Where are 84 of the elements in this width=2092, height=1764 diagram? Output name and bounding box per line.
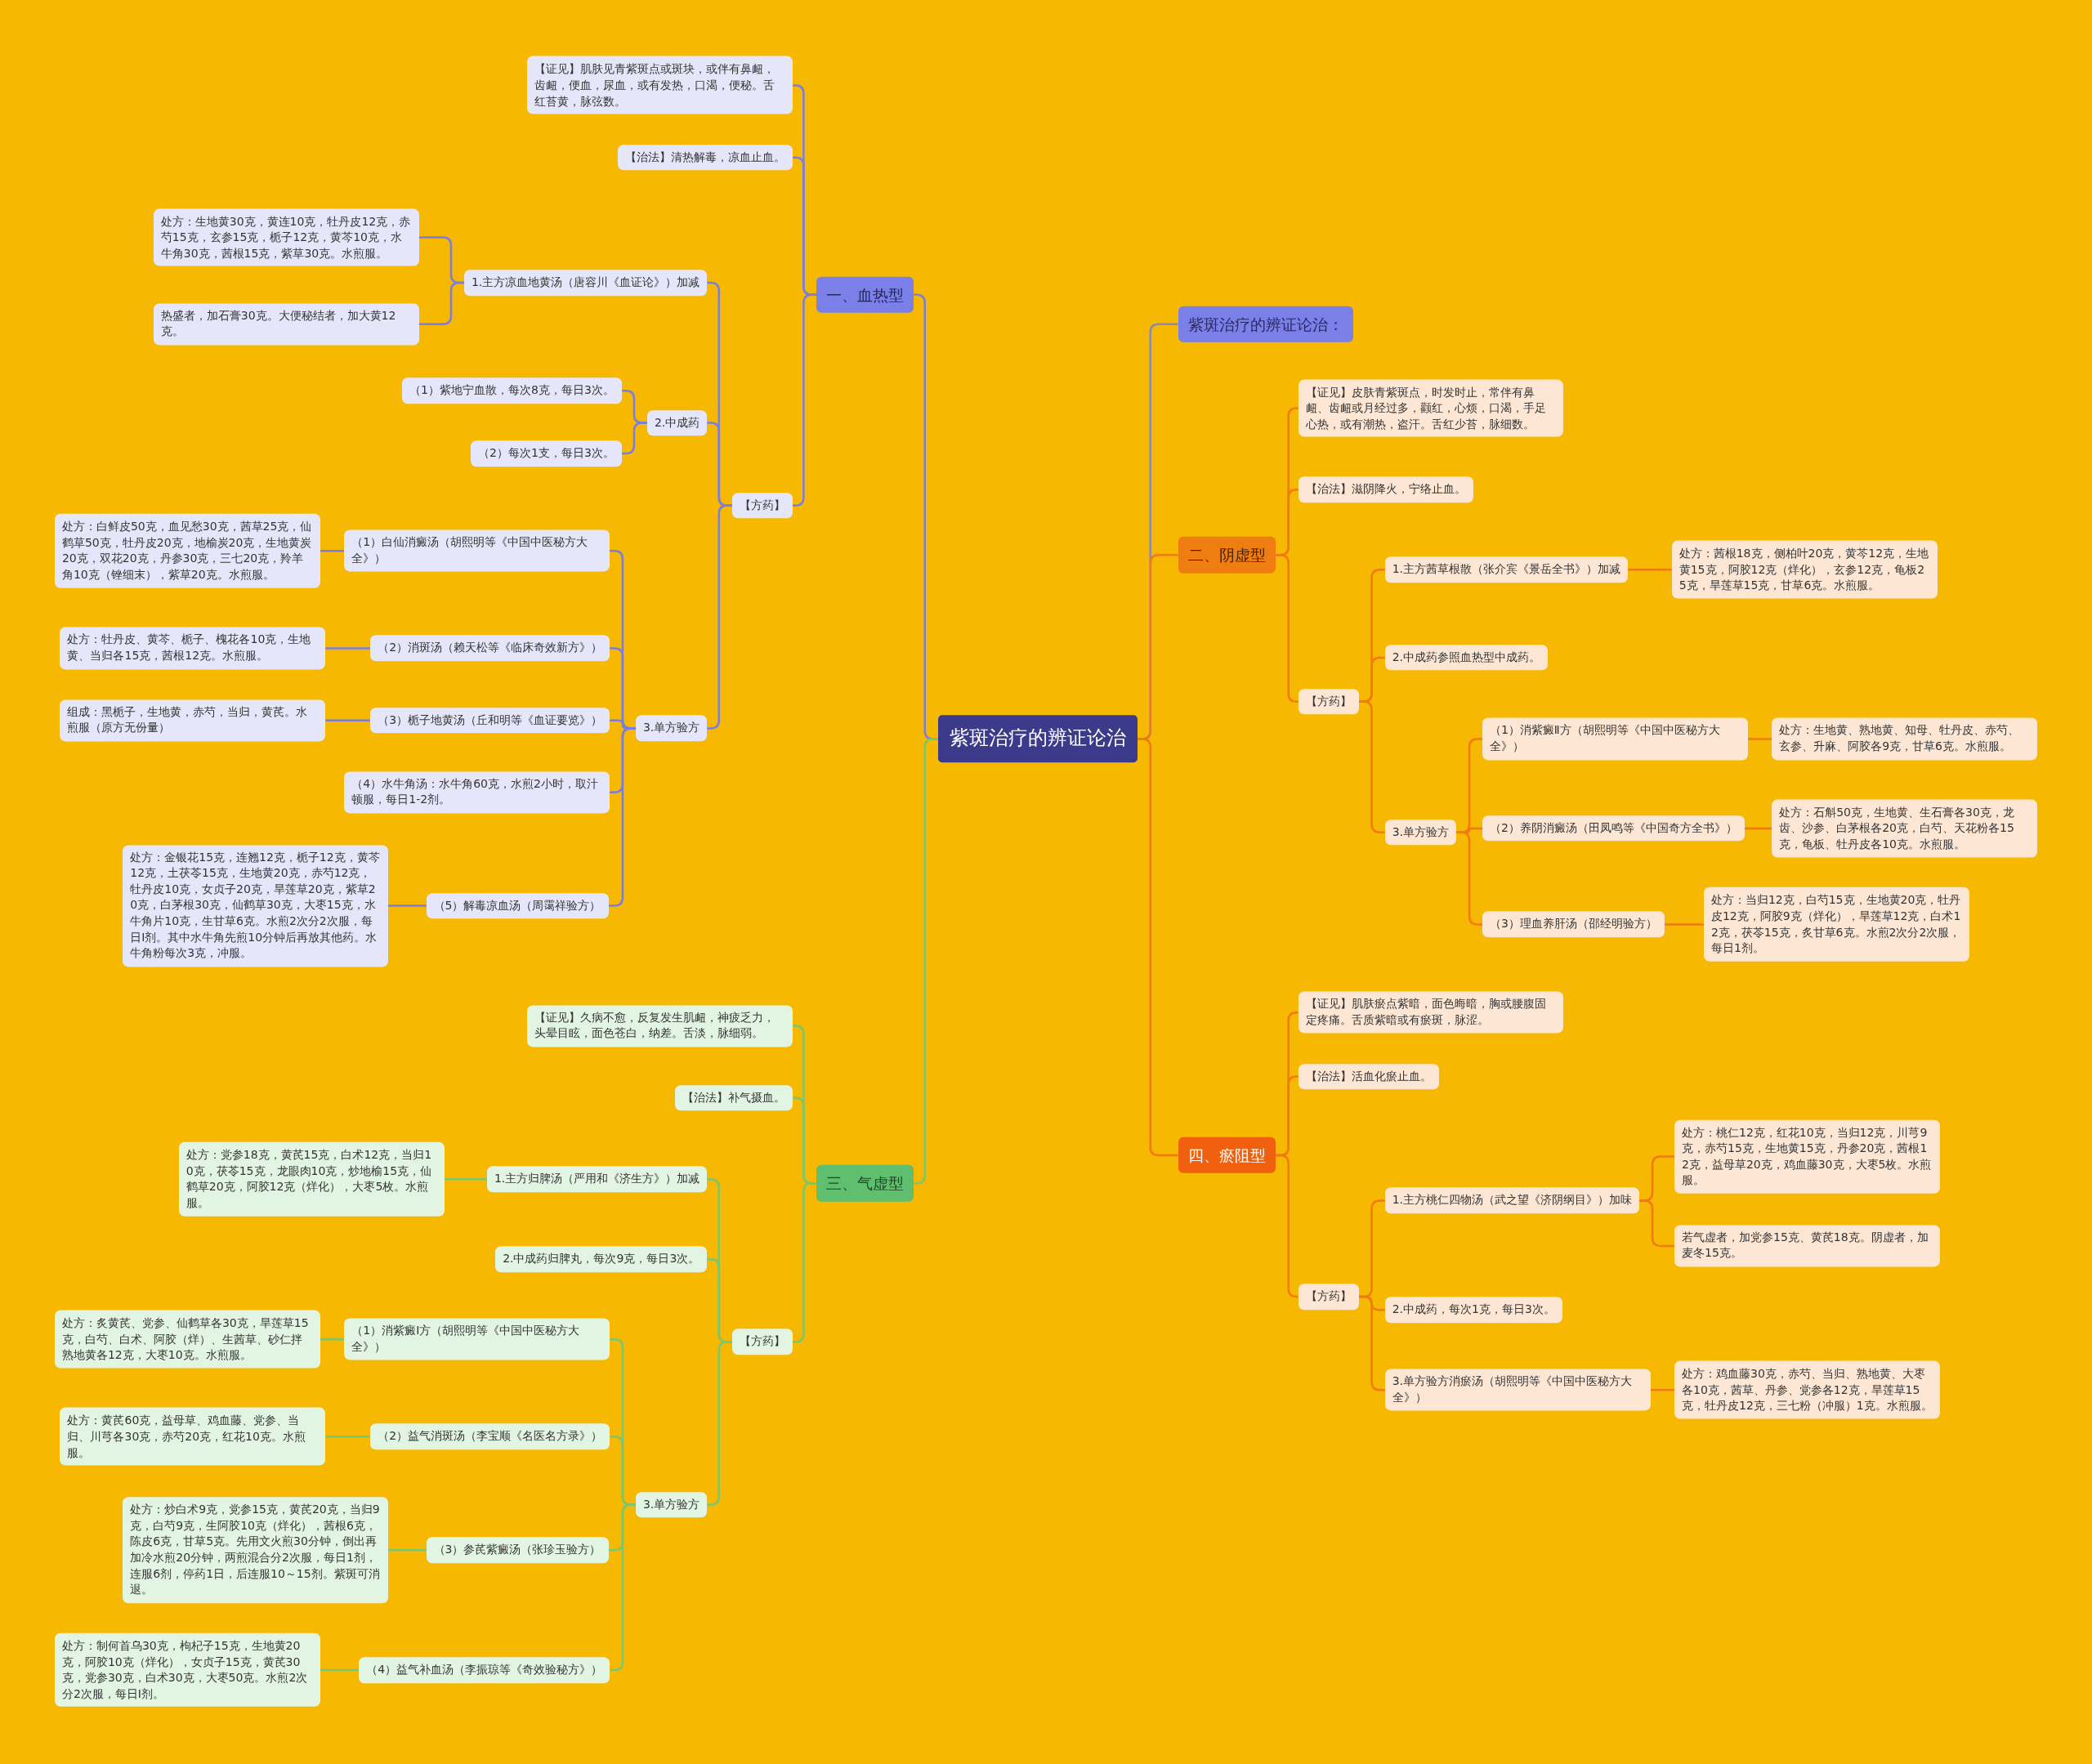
topic-box: 【证见】肌肤见青紫斑点或斑块，或伴有鼻衄，齿衄，便血，尿血，或有发热，口渴，便秘。舌红苔黄，脉弦数。: [526, 56, 793, 114]
topic-box: 【方药】: [731, 492, 793, 519]
topic-box: 3.单方验方: [635, 715, 708, 742]
topic-box: （5）解毒凉血汤（周霭祥验方）: [426, 892, 609, 919]
topic-box: 处方：黄芪60克，益母草、鸡血藤、党参、当归、川芎各30克，赤芍20克，红花10克。水煎服。: [60, 1407, 326, 1466]
topic-box: 处方：炒白术9克，党参15克，黄芪20克，当归9克，白芍9克，生阿胶10克（烊化），茜根6克，陈皮6克，甘草5克。先用文火煎30分钟，倒出再加冷水煎20分钟，两煎混合分2次服，每日1剂，连服6剂，停药1日，后连服10～15剂。紫斑可消退。: [123, 1497, 389, 1603]
topic-box: （3）栀子地黄汤（丘和明等《血证要览》）: [370, 707, 610, 734]
topic-box: （3）理血养肝汤（邵经明验方）: [1482, 911, 1665, 938]
connector-line: [418, 281, 464, 325]
connector-line: [792, 1181, 817, 1343]
connector-line: [914, 738, 938, 1185]
topic-box: 处方：党参18克，黄芪15克，白术12克，当归10克，茯苓15克，龙眼肉10克，炒地榆15克，仙鹤草20克，阿胶12克（烊化），大枣5枚。水煎服。: [178, 1142, 445, 1217]
topic-box: 【方药】: [1298, 688, 1359, 715]
topic-box: 【治法】补气摄血。: [674, 1084, 793, 1111]
topic-box: 处方：石斛50克，生地黄、生石膏各30克，龙齿、沙参、白茅根各20克，白芍、天花粉各15克，龟板、牡丹皮各10克。水煎服。: [1772, 799, 2038, 858]
connector-line: [1747, 738, 1772, 740]
topic-box: （3）参芪紫癜汤（张珍玉验方）: [426, 1537, 609, 1563]
connector-line: [325, 1436, 371, 1438]
topic-box: 【治法】滋阴降火，宁络止血。: [1298, 476, 1473, 502]
topic-box: （1）消紫癜Ⅱ方（胡熙明等《中国中医秘方大全》）: [1482, 717, 1748, 761]
topic-box: 处方：白鲜皮50克，血见愁30克，茜草25克，仙鹤草50克，牡丹皮20克，地榆炭20克，生地黄炭20克，双花20克，丹参30克，三七20克，羚羊角10克（锉细末），紫草20克。水煎服。: [54, 514, 320, 588]
connector-line: [1664, 923, 1704, 926]
connector-line: [325, 647, 371, 650]
topic-box: 2.中成药参照血热型中成药。: [1384, 645, 1549, 671]
connector-line: [792, 293, 817, 507]
topic-box: 【治法】活血化瘀止血。: [1298, 1063, 1439, 1090]
topic-box: 处方：桃仁12克，红花10克，当归12克，川芎9克，赤芍15克，生地黄15克，丹参20克，茜根12克，益母草20克，鸡血藤30克，大枣5枚。水煎服。: [1674, 1119, 1940, 1194]
connector-line: [621, 422, 647, 455]
topic-box: （4）益气补血汤（李振琼等《奇效验秘方》）: [359, 1657, 610, 1683]
topic-box: 处方：制何首乌30克，枸杞子15克，生地黄20克，阿胶10克（烊化），女贞子15克，黄芪30克，党参30克，白术30克，大枣50克。水煎2次分2次服，每日I剂。: [54, 1632, 320, 1708]
topic-box: 处方：当归12克，白芍15克，生地黄20克，牡丹皮12克，阿胶9克（烊化），旱莲草12克，白术12克，茯苓15克，炙甘草6克。水煎2次分2次服，每日1剂。: [1703, 887, 1969, 962]
connector-line: [388, 904, 427, 907]
topic-box: 3.单方验方消瘀汤（胡熙明等《中国中医秘方大全》）: [1384, 1369, 1651, 1411]
topic-box: 【证见】肌肤瘀点紫暗，面色晦暗，胸或腰腹固定疼痛。舌质紫暗或有瘀斑，脉涩。: [1298, 991, 1564, 1034]
topic-box: 【证见】久病不愈，反复发生肌衄，神疲乏力，头晕目眩，面色苍白，纳差。舌淡，脉细弱。: [526, 1004, 793, 1047]
topic-box: （4）水牛角汤：水牛角60克，水煎2小时，取汁顿服，每日1-2剂。: [344, 771, 610, 814]
topic-box: （1）白仙消癜汤（胡熙明等《中国中医秘方大全》）: [344, 529, 610, 572]
connector-line: [320, 1668, 360, 1672]
topic-box: 处方：生地黄30克，黄连10克，牡丹皮12克，赤芍15克，玄参15克，栀子12克，黄芩10克，水牛角30克，茜根15克，紫草30克。水煎服。: [153, 208, 419, 266]
topic-box: 2.中成药，每次1克，每日3次。: [1384, 1297, 1562, 1324]
topic-box: 处方：生地黄、熟地黄、知母、牡丹皮、赤芍、玄参、升麻、阿胶各9克，甘草6克。水煎服。: [1772, 717, 2038, 761]
topic-box: （2）消斑汤（赖天松等《临床奇效新方》）: [370, 635, 610, 662]
topic-box: 若气虚者，加党参15克、黄芪18克。阴虚者，加麦冬15克。: [1674, 1225, 1940, 1267]
topic-box: （2）养阴消癜汤（田凤鸣等《中国奇方全书》）: [1482, 815, 1745, 842]
connector-line: [1275, 1154, 1299, 1298]
topic-box: 3.单方验方: [635, 1491, 708, 1518]
connector-line: [1650, 1388, 1674, 1391]
topic-box: 【证见】皮肤青紫斑点，时发时止，常伴有鼻衄、齿衄或月经过多，颧红，心烦，口渴，手足心热，或有潮热，盗汗。舌红少苔，脉细数。: [1298, 379, 1564, 437]
topic-box: 处方：牡丹皮、黄芩、栀子、槐花各10克，生地黄、当归各15克，茜根12克。水煎服。: [60, 627, 326, 670]
topic-box: 2.中成药: [646, 409, 708, 436]
topic-box: （2）益气消斑汤（李宝顺《名医名方录》）: [370, 1423, 610, 1450]
branch-topic: 三、气虚型: [816, 1164, 914, 1202]
connector-line: [1628, 568, 1672, 571]
topic-box: 处方：茜根18克，侧柏叶20克，黄芩12克，生地黄15克，阿胶12克（烊化），玄参12克，龟板25克，旱莲草15克，甘草6克。水煎服。: [1671, 540, 1938, 599]
topic-box: 处方：金银花15克，连翘12克，栀子12克，黄芩12克，土茯苓15克，生地黄20克，赤芍12克，牡丹皮10克，女贞子20克，旱莲草20克，紫草20克，白茅根30克，仙鹤草30克，大枣15克，水牛角片10克，生甘草6克。水煎2次分2次服，每日I剂。其中水牛角先煎10分钟后再放其他药。水牛角粉每次3克，冲服。: [123, 845, 389, 967]
branch-topic: 紫斑治疗的辨证论治：: [1178, 306, 1353, 343]
topic-box: 【方药】: [1298, 1284, 1359, 1310]
connector-line: [608, 727, 636, 907]
topic-box: 1.主方桃仁四物汤（武之望《济阴纲目》）加味: [1384, 1187, 1640, 1214]
topic-box: （2）每次1支，每日3次。: [471, 440, 622, 467]
central-topic: 紫斑治疗的辨证论治: [937, 715, 1138, 763]
connector-line: [388, 1548, 427, 1552]
branch-topic: 二、阴虚型: [1178, 536, 1276, 574]
topic-box: 处方：炙黄芪、党参、仙鹤草各30克，旱莲草15克，白芍、白术、阿胶（烊）、生茜草、砂仁拌熟地黄各12克，大枣10克。水煎服。: [54, 1310, 320, 1369]
topic-box: （1）消紫癜I方（胡熙明等《中国中医秘方大全》）: [344, 1318, 610, 1360]
branch-topic: 四、瘀阻型: [1178, 1137, 1276, 1174]
topic-box: 1.主方归脾汤（严用和《济生方》）加减: [486, 1166, 708, 1193]
connector-line: [1275, 553, 1299, 703]
topic-box: 【治法】清热解毒，凉血止血。: [617, 144, 793, 171]
topic-box: 1.主方凉血地黄汤（唐容川《血证论》）加减: [463, 270, 708, 296]
topic-box: 热盛者，加石膏30克。大便秘结者，加大黄12克。: [153, 303, 419, 346]
connector-line: [320, 1338, 345, 1341]
connector-line: [320, 550, 345, 552]
topic-box: 1.主方茜草根散（张介宾《景岳全书》）加减: [1384, 556, 1629, 583]
topic-box: 【方药】: [731, 1329, 793, 1355]
connector-line: [444, 1178, 487, 1181]
branch-topic: 一、血热型: [816, 276, 914, 314]
connector-line: [325, 719, 371, 721]
topic-box: 处方：鸡血藤30克，赤芍、当归、熟地黄、大枣各10克，茜草、丹参、党参各12克，旱莲草15克，牡丹皮12克，三七粉（冲服）1克。水煎服。: [1674, 1360, 1940, 1419]
topic-box: 3.单方验方: [1384, 819, 1457, 846]
topic-box: 2.中成药归脾丸，每次9克，每日3次。: [495, 1246, 708, 1272]
connector-line: [1744, 827, 1772, 830]
topic-box: 组成：黑栀子，生地黄，赤芍，当归，黄芪。水煎服（原方无份量）: [60, 699, 326, 742]
topic-box: （1）紫地宁血散，每次8克，每日3次。: [402, 377, 622, 404]
